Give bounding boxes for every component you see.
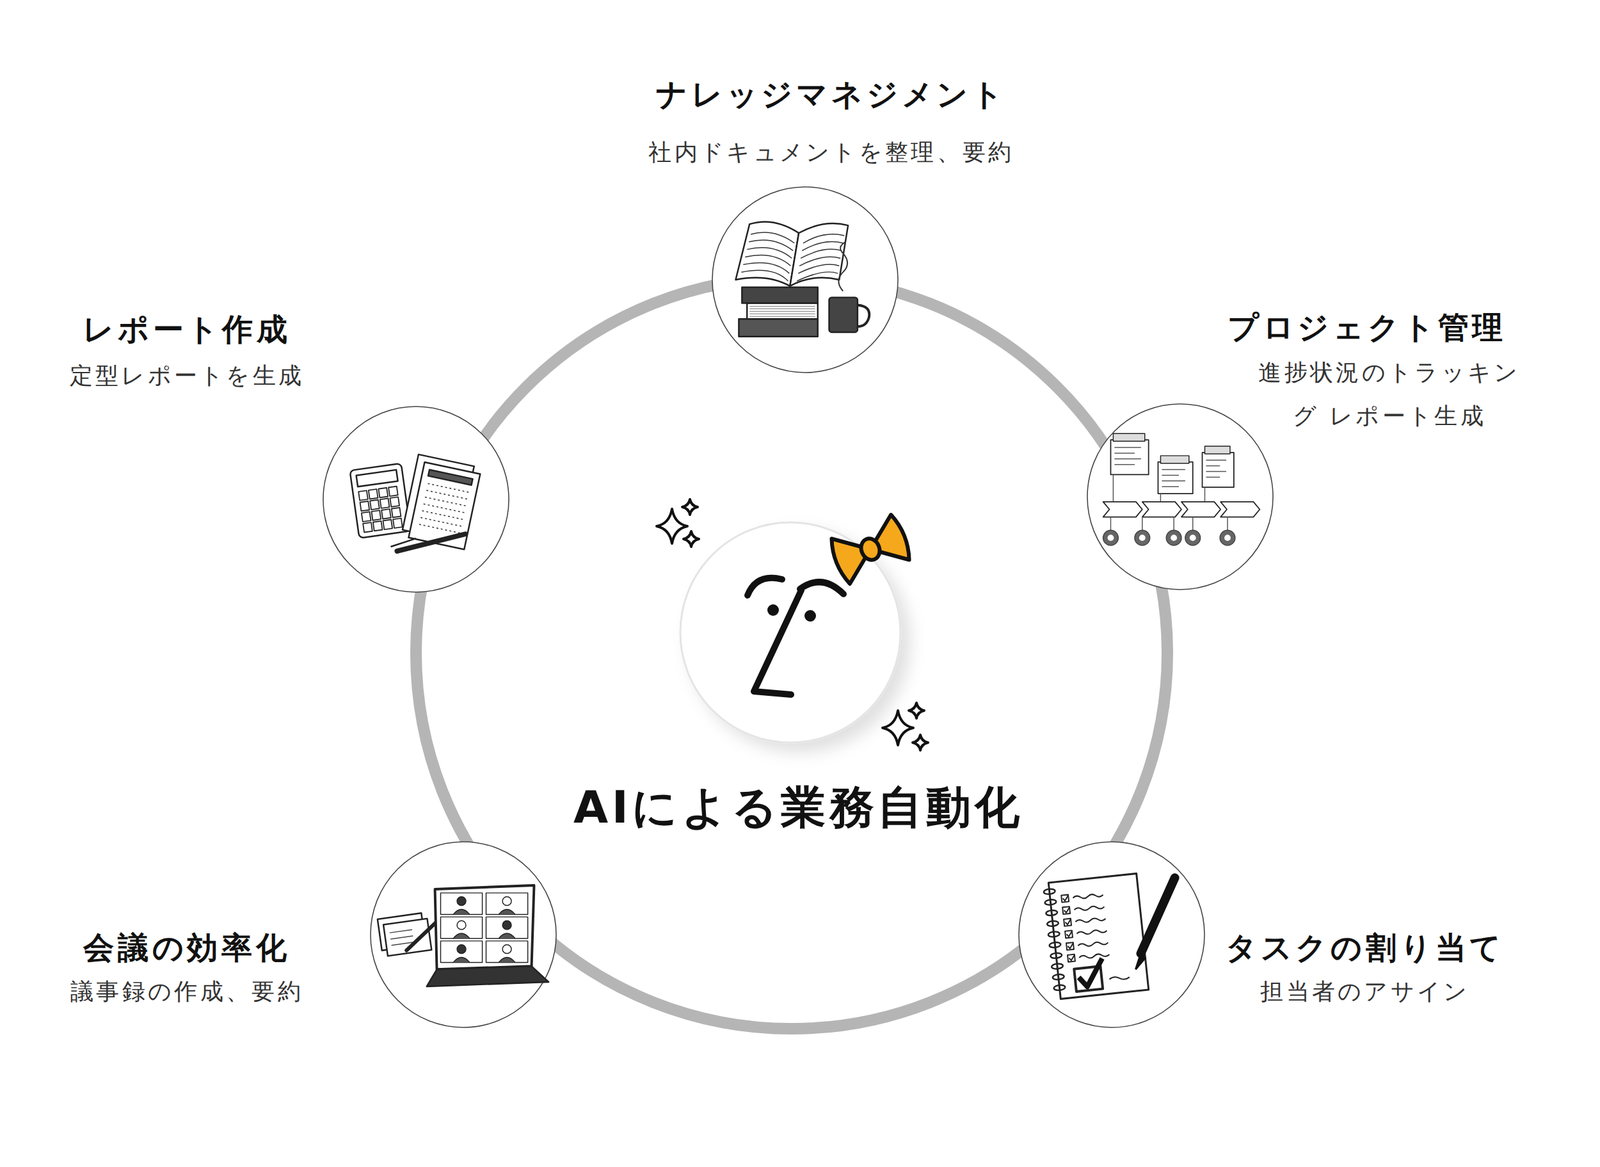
meeting-node: 会議の効率化議事録の作成、要約: [368, 839, 559, 1030]
icon-circle: [1016, 839, 1207, 1030]
icon-circle: [1085, 401, 1275, 592]
node-description: 定型レポートを生成: [69, 353, 305, 398]
icon-circle: [368, 839, 559, 1030]
node-description: 社内ドキュメントを整理、要約: [648, 130, 1014, 175]
outer-ring: [416, 277, 1168, 1029]
node-heading: プロジェクト管理: [1227, 307, 1507, 349]
node-description: 議事録の作成、要約: [70, 969, 304, 1014]
node-heading: ナレッジマネジメント: [656, 74, 1007, 116]
icon-illustration: [377, 885, 549, 987]
node-heading: レポート作成: [82, 309, 292, 351]
task-node: タスクの割り当て担当者のアサイン: [1016, 839, 1207, 1030]
diagram-title: AIによる業務自動化: [573, 777, 1023, 838]
node-heading: 会議の効率化: [83, 927, 291, 969]
project-node: プロジェクト管理進捗状況のトラッキング レポート生成: [1085, 401, 1275, 592]
icon-circle: [321, 404, 511, 594]
sparkles: [656, 499, 928, 751]
center-logo: [680, 512, 914, 743]
report-node: レポート作成定型レポートを生成: [321, 404, 511, 594]
icon-illustration: [1103, 433, 1261, 546]
knowledge-node: ナレッジマネジメント社内ドキュメントを整理、要約: [710, 184, 900, 375]
node-heading: タスクの割り当て: [1225, 927, 1505, 969]
icon-illustration: [1042, 873, 1175, 1000]
node-description: 進捗状況のトラッキング レポート生成: [1245, 350, 1534, 439]
node-description: 担当者のアサイン: [1260, 969, 1471, 1014]
icon-circle: [710, 184, 900, 375]
icon-illustration: [735, 221, 870, 336]
icon-illustration: [350, 454, 482, 552]
